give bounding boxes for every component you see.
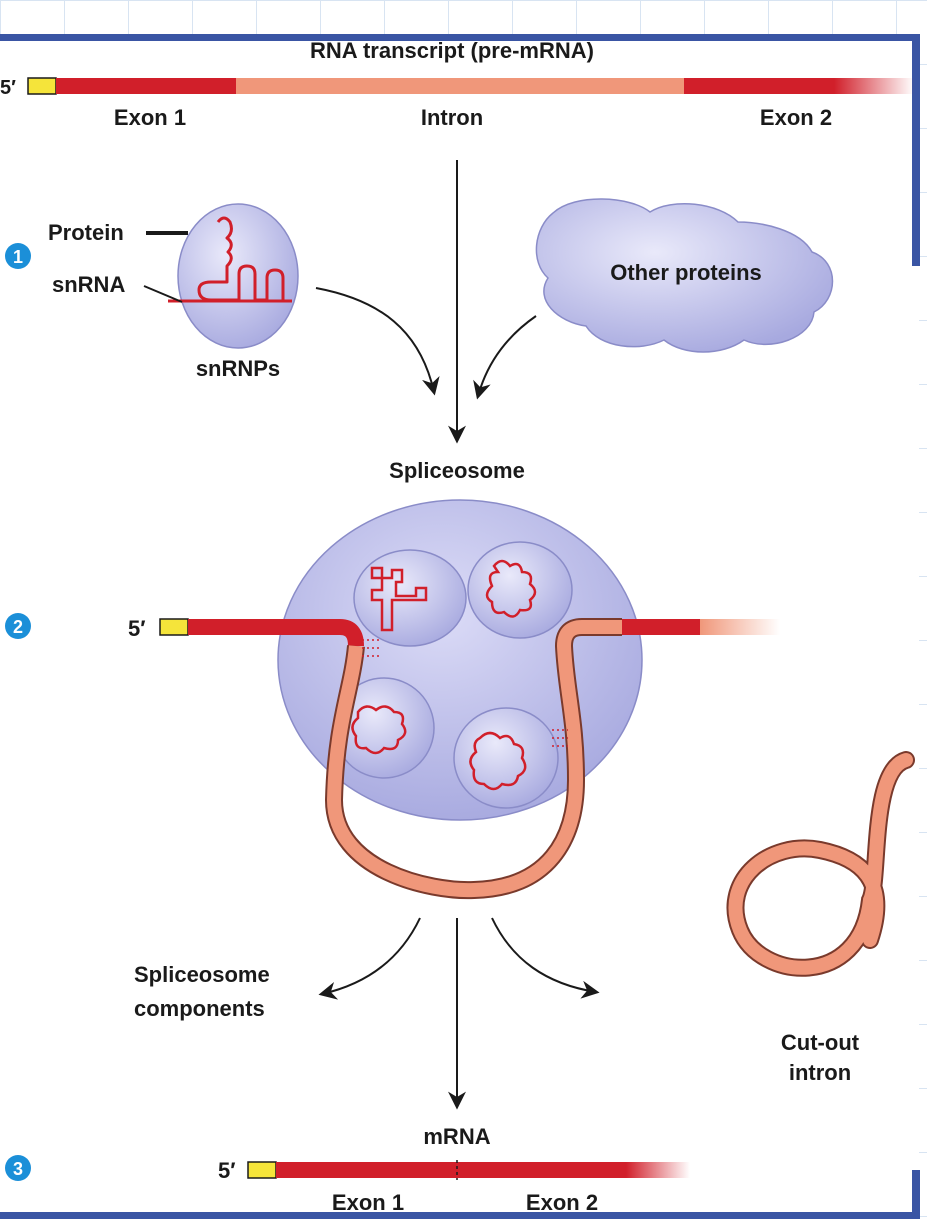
snrna-fold-1: [370, 566, 428, 632]
step-2-badge: 2: [5, 613, 31, 639]
lariat-intron: [728, 753, 913, 975]
exon2-segment-mid: [622, 619, 700, 635]
frame-border-bottom: [0, 1212, 919, 1219]
step-3-badge: 3: [5, 1155, 31, 1181]
snrna-pointer: [143, 285, 183, 303]
cut-out-label-line2: intron: [789, 1060, 851, 1085]
arrow-to-components: [318, 917, 421, 1000]
mrna-fade: [626, 1162, 690, 1178]
components-label-line1: Spliceosome: [134, 962, 270, 987]
spliceosome-label: Spliceosome: [389, 458, 525, 483]
snrnps-label: snRNPs: [196, 356, 280, 381]
base-pair-dashes: [362, 639, 568, 747]
other-proteins-label: Other proteins: [610, 260, 762, 285]
cap-mid: [159, 618, 189, 636]
step-1-circle: [5, 243, 31, 269]
snrnp-subunit-top-right: [467, 541, 573, 639]
step-1-badge: 1: [5, 243, 31, 269]
snrna-fold-2: [485, 559, 537, 618]
step-2-circle: [5, 613, 31, 639]
snrna-fold-4: [469, 731, 527, 791]
exon1-label-bottom: Exon 1: [332, 1190, 404, 1215]
protein-label: Protein: [48, 220, 124, 245]
mrna-label: mRNA: [423, 1124, 490, 1149]
frame-border-right-upper: [912, 34, 920, 266]
exon2-fade-mid: [700, 619, 780, 635]
exon1-segment-mid: [188, 619, 364, 647]
frame-border-right-lower: [912, 1170, 920, 1219]
five-prime-label-bottom: 5′: [218, 1158, 236, 1183]
intron-loop: [326, 620, 622, 898]
arrow-to-intron: [491, 917, 600, 999]
step-3-number: 3: [13, 1159, 23, 1179]
step-3-circle: [5, 1155, 31, 1181]
intron-label-top: Intron: [421, 105, 483, 130]
five-prime-label-top: 5′: [0, 77, 16, 99]
frame-border-top: [0, 34, 919, 41]
components-label-line2: components: [134, 996, 265, 1021]
cap-bottom: [247, 1161, 277, 1179]
mrna-exons: [276, 1162, 626, 1178]
snrna-fold-3: [351, 705, 407, 755]
exon2-label-top: Exon 2: [760, 105, 832, 130]
step-1-number: 1: [13, 247, 23, 267]
exon2-label-bottom: Exon 2: [526, 1190, 598, 1215]
pre-mrna-strand: [27, 77, 914, 95]
cap-top: [27, 77, 57, 95]
snrna-label: snRNA: [52, 272, 125, 297]
exon2-fade-top: [834, 78, 914, 94]
step-2-number: 2: [13, 617, 23, 637]
exon1-segment-top: [56, 78, 236, 94]
arrow-proteins-curve: [473, 315, 537, 400]
exon2-segment-top: [684, 78, 834, 94]
snrnp-subunit-bottom-right: [453, 707, 559, 809]
snrna-fold: [197, 216, 285, 302]
mature-mrna-strand: [247, 1160, 690, 1180]
other-proteins-blob: [535, 198, 834, 353]
five-prime-label-mid: 5′: [128, 616, 146, 641]
bound-pre-mrna: [159, 618, 780, 900]
arrow-snrnps-curve: [315, 287, 440, 396]
intron-segment-top: [236, 78, 684, 94]
exon1-label-top: Exon 1: [114, 105, 186, 130]
diagram-title: RNA transcript (pre-mRNA): [310, 38, 594, 63]
cut-out-label-line1: Cut-out: [781, 1030, 860, 1055]
